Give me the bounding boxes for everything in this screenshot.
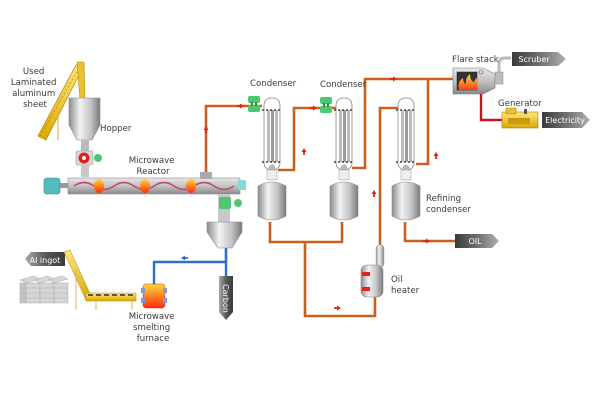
output-oil: OIL xyxy=(455,234,499,248)
refining-condenser xyxy=(391,97,421,221)
tag-oil: OIL xyxy=(468,237,482,246)
pipe-branch-to-refining xyxy=(416,79,430,166)
output-carbon: Carbon xyxy=(219,276,233,320)
smelting-furnace xyxy=(141,283,167,309)
generator xyxy=(501,107,539,129)
arrow-right-icon xyxy=(237,103,244,109)
pipe-condenser-bottoms xyxy=(268,222,344,244)
label-condenser-2: Condenser xyxy=(320,80,367,90)
heater-element xyxy=(362,272,370,276)
ingot-conveyor xyxy=(63,249,137,310)
rotary-valve[interactable] xyxy=(75,150,102,166)
pipe-carbon-to-furnace xyxy=(152,248,228,286)
al-ingot-stack xyxy=(19,275,69,304)
reactor-motor xyxy=(43,177,61,195)
label-hopper: Hopper xyxy=(100,124,132,134)
label-smelting-furnace: Microwave smelting furnace xyxy=(129,312,178,344)
microwave-heaters xyxy=(94,179,196,193)
arrow-up-icon xyxy=(371,190,377,197)
pipe-condenser2-to-flare xyxy=(352,77,455,170)
arrow-right-icon xyxy=(334,305,341,311)
condenser-2 xyxy=(320,97,359,221)
flow-arrows xyxy=(181,76,439,311)
valve-condenser-2[interactable] xyxy=(320,97,332,113)
condenser-1 xyxy=(248,96,287,221)
condenser-2-vessel xyxy=(329,181,359,221)
label-refining-condenser: Refining condenser xyxy=(426,194,471,215)
arrow-left-icon xyxy=(181,255,188,261)
arrow-up-icon xyxy=(433,152,439,159)
arrow-up-icon xyxy=(301,148,307,155)
arrow-right-icon xyxy=(423,238,430,244)
valve-condenser-1[interactable] xyxy=(248,96,260,112)
pipe-refining-to-oil xyxy=(403,222,455,243)
pipe-bottoms-to-oilheater xyxy=(303,242,377,318)
oil-heater xyxy=(360,244,385,298)
arrow-right-icon xyxy=(390,76,397,82)
pipe-reactor-to-condenser1 xyxy=(204,104,262,178)
label-reactor: Microwave Reactor xyxy=(129,156,178,177)
label-flare-stack: Flare stack xyxy=(452,55,499,65)
flare-stack xyxy=(452,56,511,95)
label-generator: Generator xyxy=(498,99,542,109)
hopper xyxy=(68,97,101,152)
tag-scrubber: Scruber xyxy=(518,55,550,64)
pipe-flare-to-generator xyxy=(479,94,502,122)
vapor-pipes xyxy=(204,77,455,318)
label-oil-heater: Oil heater xyxy=(391,275,420,296)
output-al-ingot: Al ingot xyxy=(25,252,65,266)
arrow-right-icon xyxy=(310,105,317,111)
flame-icon xyxy=(458,74,478,90)
feed-conveyor xyxy=(37,61,86,141)
tag-al-ingot: Al ingot xyxy=(30,256,61,265)
label-condenser-1: Condenser xyxy=(250,79,297,89)
refining-condenser-vessel xyxy=(391,181,421,221)
output-electricity: Electricity xyxy=(542,112,590,128)
condenser-1-vessel xyxy=(257,181,287,221)
discharge-valve[interactable] xyxy=(219,197,231,209)
carbon-hopper xyxy=(206,221,243,249)
microwave-reactor xyxy=(43,172,246,224)
pipe-condenser1-to-condenser2 xyxy=(278,106,336,172)
feed-chute xyxy=(81,165,89,177)
arrow-up-icon xyxy=(203,126,209,133)
tag-electricity: Electricity xyxy=(545,116,585,125)
output-scrubber: Scruber xyxy=(512,52,566,66)
label-feed: Used Laminated aluminum sheet xyxy=(11,67,59,110)
pipe-oilheater-to-refining xyxy=(378,106,400,250)
tag-carbon: Carbon xyxy=(221,284,230,313)
heater-element xyxy=(362,287,370,291)
